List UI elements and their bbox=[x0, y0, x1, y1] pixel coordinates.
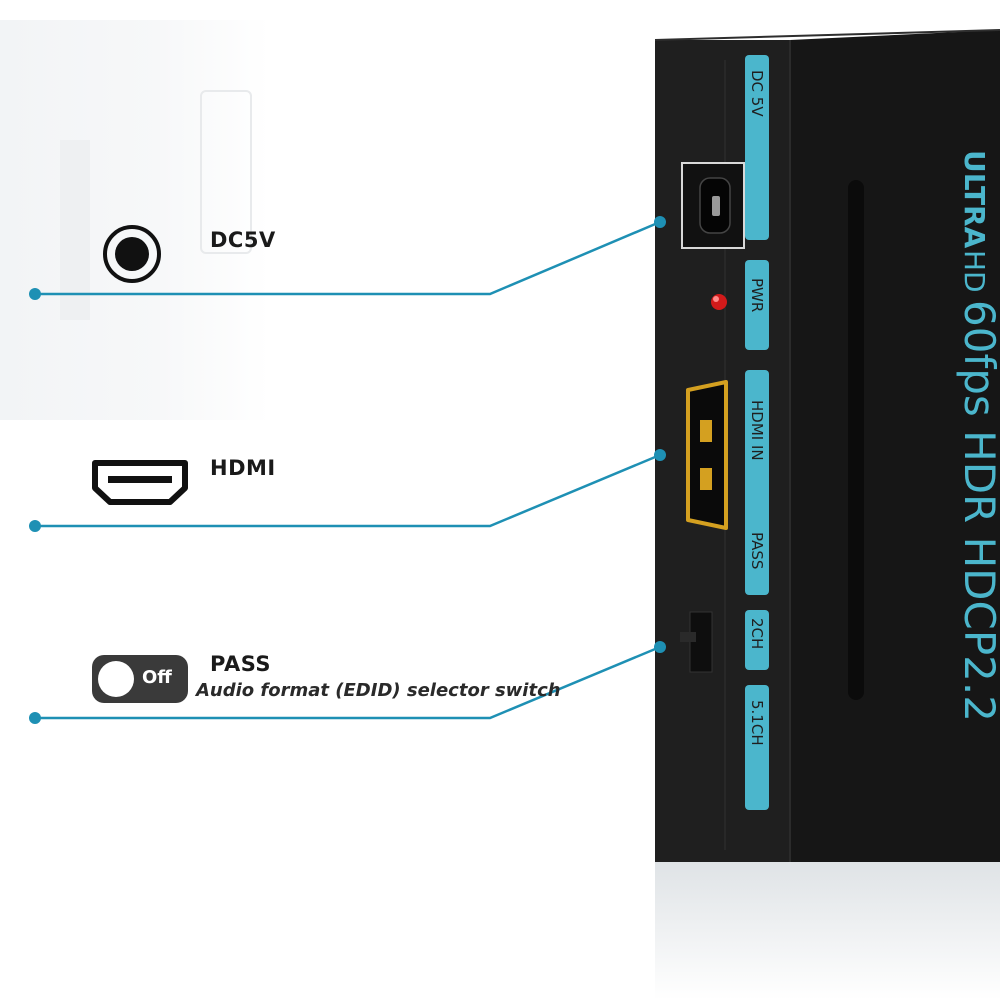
dc-jack-icon bbox=[103, 225, 161, 283]
hdmi-in-port bbox=[686, 380, 728, 530]
callout-dot bbox=[654, 641, 666, 653]
strip-label-51ch: 5.1CH bbox=[748, 700, 766, 746]
pass-description: Audio format (EDID) selector switch bbox=[196, 680, 561, 701]
callout-line-hdmi bbox=[35, 453, 661, 528]
ghost-shape bbox=[60, 140, 90, 320]
hdmi-icon bbox=[92, 460, 188, 505]
pass-label: PASS bbox=[210, 652, 272, 676]
callout-line-pass bbox=[35, 645, 661, 720]
side-slot bbox=[848, 180, 864, 700]
hdmi-label: HDMI bbox=[210, 456, 276, 480]
callout-dot bbox=[29, 712, 41, 724]
device-reflection bbox=[655, 862, 1000, 1000]
toggle-knob bbox=[98, 661, 134, 697]
brand-headline: 60fps HDR HDCP2.2 bbox=[955, 300, 1000, 722]
callout-dot bbox=[654, 216, 666, 228]
strip-segment-2ch bbox=[745, 610, 769, 670]
strip-label-pass: PASS bbox=[748, 532, 766, 569]
device-side-face bbox=[790, 30, 1000, 862]
background-ghost bbox=[0, 20, 270, 420]
strip-segment-dc bbox=[745, 55, 769, 240]
strip-segment-51ch bbox=[745, 685, 769, 810]
brand-hd: HD bbox=[958, 250, 991, 293]
dc-label: DC5V bbox=[210, 228, 276, 252]
callout-dot bbox=[654, 449, 666, 461]
callout-line-dc bbox=[35, 220, 661, 296]
toggle-state-text: Off bbox=[142, 667, 172, 688]
strip-label-2ch: 2CH bbox=[748, 618, 766, 649]
callout-dot bbox=[29, 520, 41, 532]
brand-ultra: ULTRA bbox=[958, 150, 991, 249]
strip-label-dc: DC 5V bbox=[748, 70, 766, 117]
strip-segment-hdmi bbox=[745, 370, 769, 595]
strip-label-pwr: PWR bbox=[748, 278, 766, 312]
strip-segment-pwr bbox=[745, 260, 769, 350]
pass-toggle-icon: Off bbox=[92, 655, 188, 703]
strip-label-hdmi-in: HDMI IN bbox=[748, 400, 766, 461]
callout-dot bbox=[29, 288, 41, 300]
ghost-shape bbox=[200, 90, 252, 254]
